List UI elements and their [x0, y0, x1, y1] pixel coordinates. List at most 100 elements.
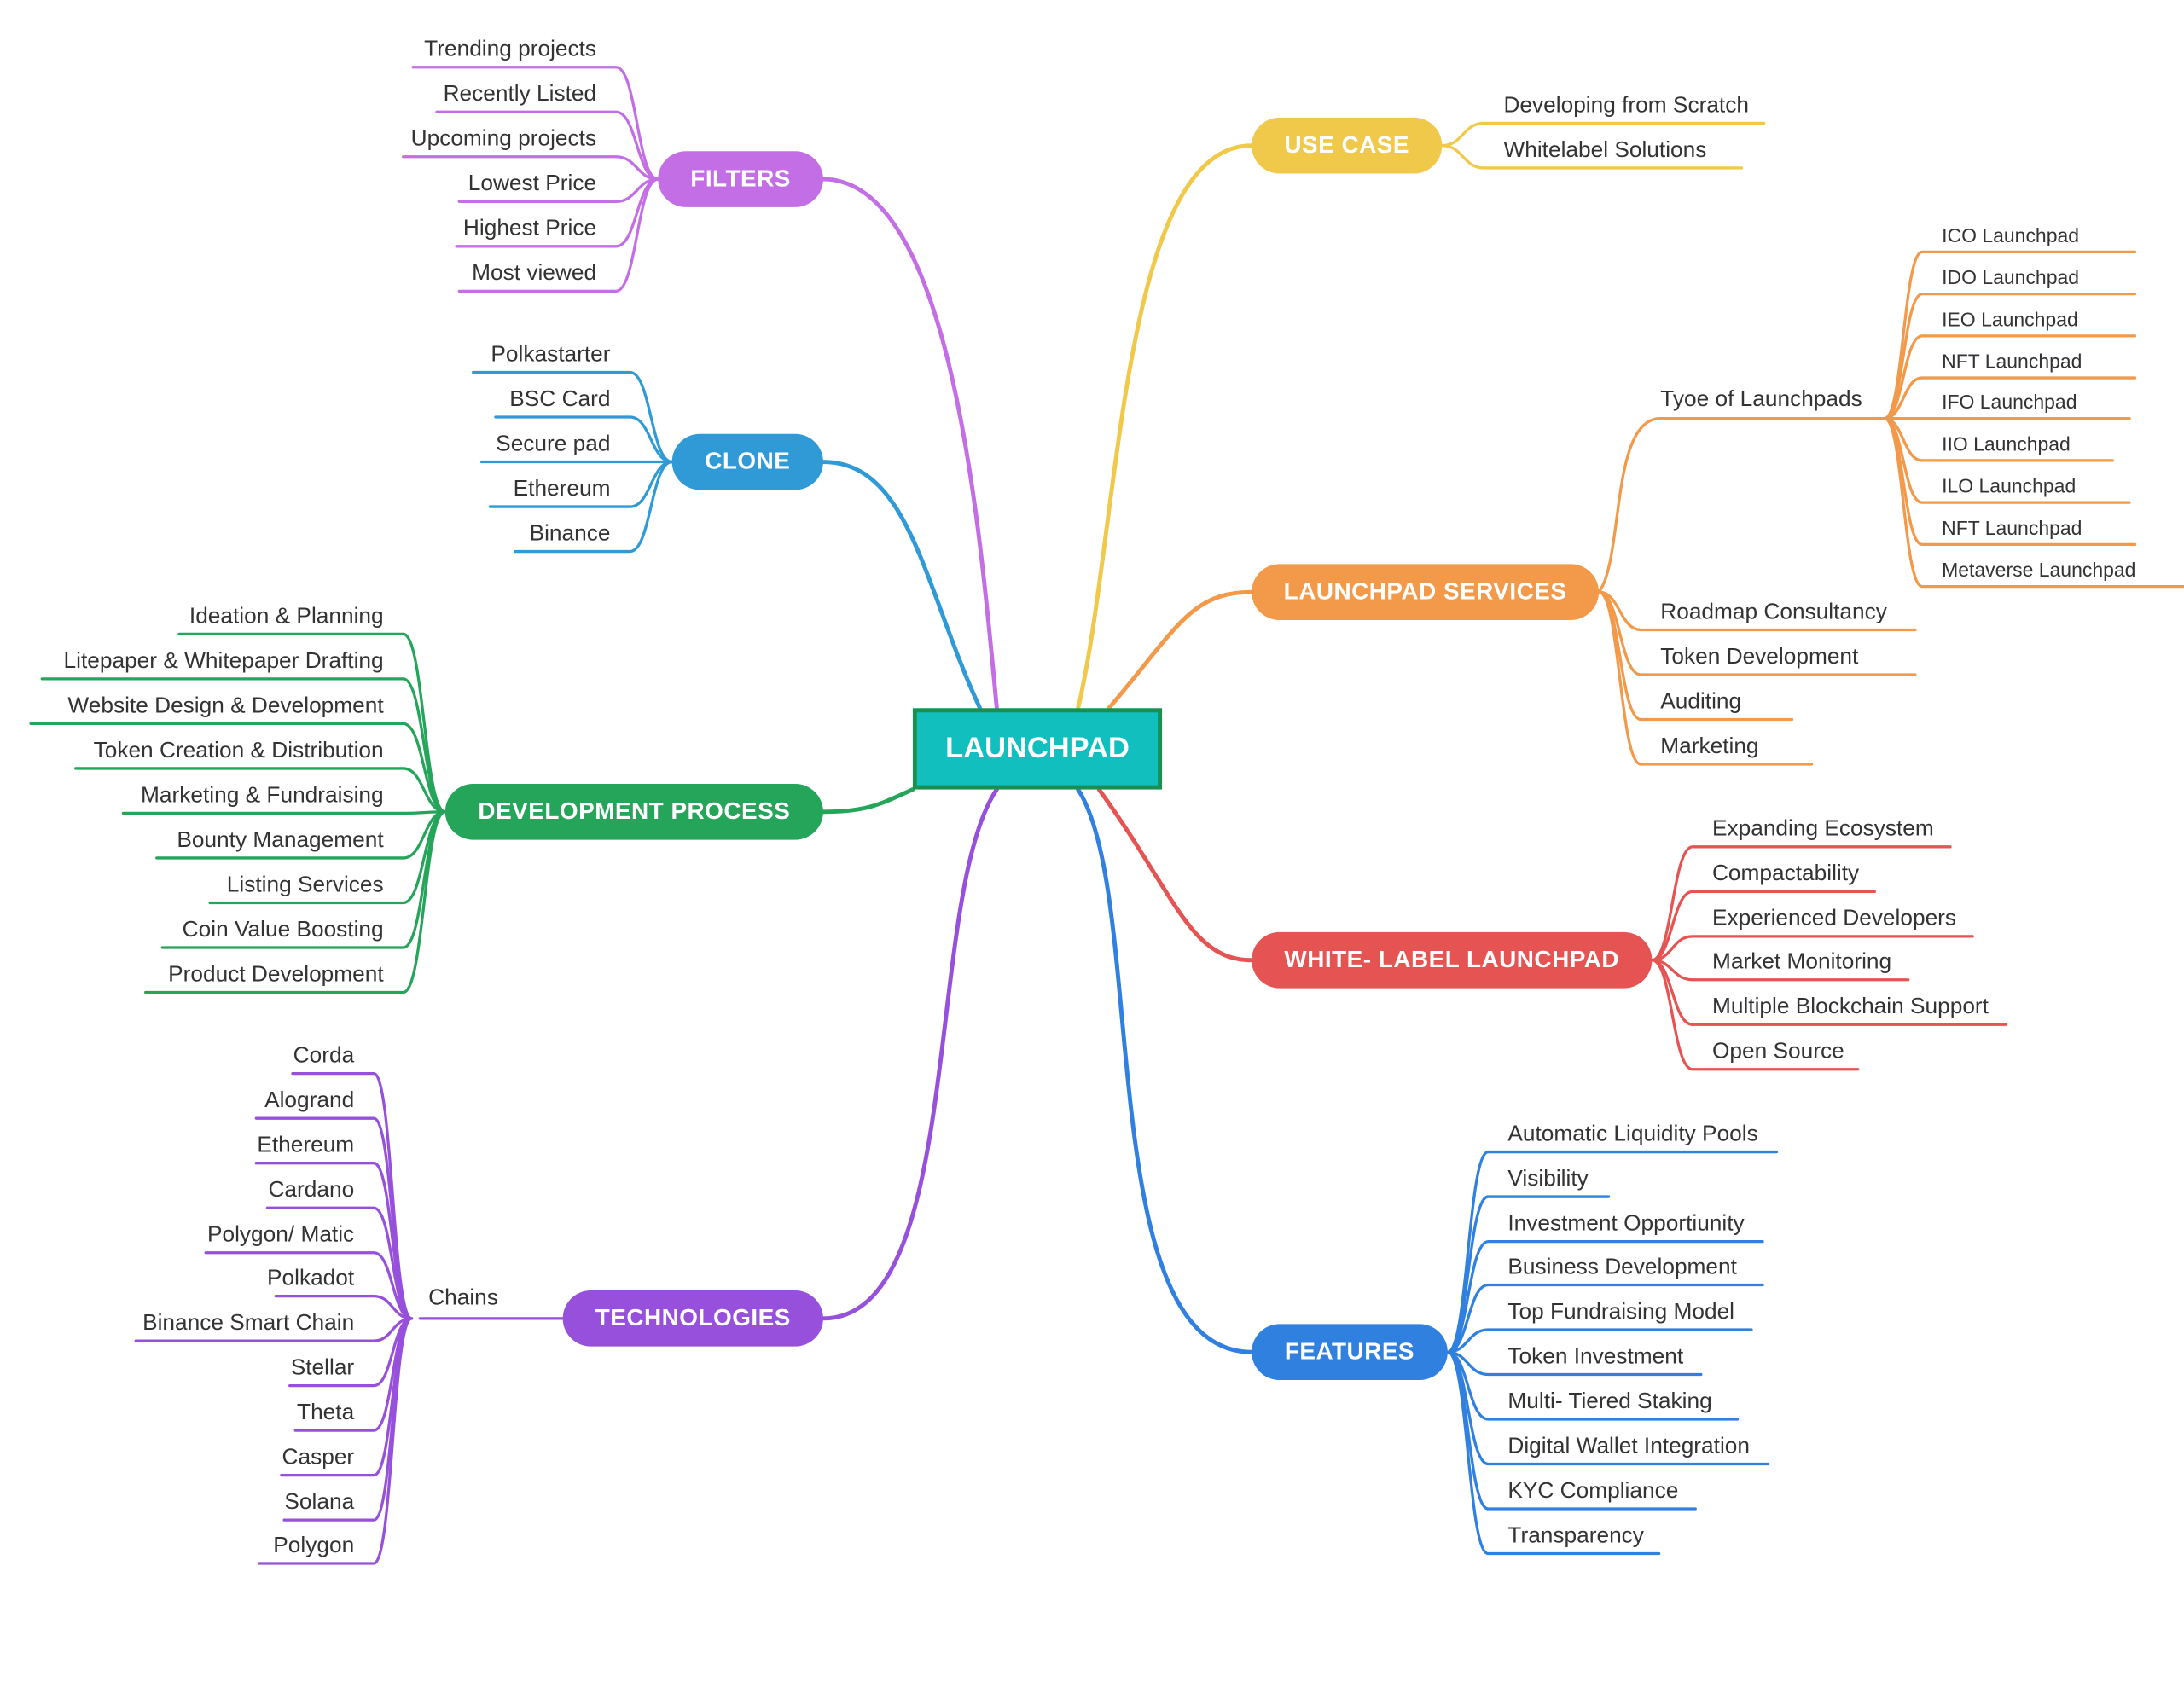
technologies-leaf-line	[265, 1206, 414, 1320]
technologies-leaf[interactable]: Casper	[282, 1446, 355, 1470]
technologies-leaf[interactable]: Alogrand	[264, 1088, 355, 1113]
development-leaf[interactable]: Listing Services	[226, 873, 384, 897]
features-leaf[interactable]: Visibility	[1507, 1167, 1589, 1192]
launchpad-type-label[interactable]: Tyoe of Launchpads	[1660, 387, 1862, 412]
features-leaf[interactable]: Token Investment	[1507, 1345, 1684, 1369]
clone-node[interactable]: CLONE	[671, 433, 823, 490]
filters-leaf-line	[411, 66, 659, 181]
filters-leaf[interactable]: Trending projects	[424, 38, 597, 62]
development-leaf[interactable]: Litepaper & Whitepaper Drafting	[63, 649, 384, 674]
clone-leaf[interactable]: BSC Card	[509, 387, 611, 412]
launchpad-type-leaf[interactable]: ICO Launchpad	[1942, 223, 2080, 246]
launchpad-services-leaf[interactable]: Roadmap Consultancy	[1660, 600, 1887, 624]
white-label-leaf[interactable]: Market Monitoring	[1711, 950, 1892, 975]
use-case-leaf[interactable]: Whitelabel Solutions	[1503, 138, 1707, 163]
root-node[interactable]: LAUNCHPAD	[912, 708, 1163, 790]
technologies-connector	[821, 787, 999, 1321]
technologies-node[interactable]: TECHNOLOGIES	[562, 1290, 823, 1347]
features-leaf-line	[1446, 1283, 1764, 1354]
technologies-leaf[interactable]: Ethereum	[257, 1134, 355, 1158]
clone-leaf[interactable]: Secure pad	[496, 432, 611, 456]
technologies-leaf-line	[257, 1317, 414, 1565]
features-leaf[interactable]: Digital Wallet Integration	[1507, 1435, 1751, 1458]
launchpad-services-leaf-line	[1597, 590, 1814, 766]
technologies-leaf[interactable]: Solana	[284, 1490, 355, 1515]
launchpad-services-leaf[interactable]: Marketing	[1660, 734, 1759, 759]
technologies-leaf[interactable]: Polygon	[273, 1534, 355, 1558]
launchpad-type-leaf[interactable]: IEO Launchpad	[1942, 308, 2078, 331]
use-case-leaf-line	[1440, 144, 1744, 170]
development-leaf-line	[73, 767, 447, 814]
development-leaf[interactable]: Bounty Management	[177, 828, 384, 853]
launchpad-type-leaf[interactable]: NFT Launchpad	[1942, 516, 2082, 539]
features-leaf[interactable]: Automatic Liquidity Pools	[1507, 1122, 1758, 1147]
launchpad-type-leaf[interactable]: IIO Launchpad	[1942, 432, 2071, 455]
launchpad-services-leaf[interactable]: Token Development	[1660, 645, 1859, 670]
development-leaf[interactable]: Website Design & Development	[67, 693, 384, 718]
launchpad-type-connector	[1597, 417, 1886, 594]
filters-node[interactable]: FILTERS	[658, 151, 823, 207]
technologies-leaf-line	[274, 1294, 414, 1320]
filters-leaf[interactable]: Recently Listed	[443, 82, 597, 107]
white-label-leaf[interactable]: Multiple Blockchain Support	[1711, 994, 1989, 1019]
features-leaf[interactable]: Investment Opportiunity	[1507, 1212, 1745, 1237]
development-leaf[interactable]: Token Creation & Distribution	[93, 739, 384, 763]
use-case-connector	[1076, 143, 1254, 710]
clone-leaf-line	[494, 415, 674, 464]
white-label-leaf-line	[1650, 959, 1860, 1071]
filters-leaf[interactable]: Lowest Price	[468, 171, 597, 196]
development-leaf[interactable]: Marketing & Fundraising	[141, 783, 384, 808]
clone-leaf[interactable]: Polkastarter	[491, 343, 611, 367]
use-case-node[interactable]: USE CASE	[1252, 117, 1443, 174]
features-leaf[interactable]: Top Fundraising Model	[1507, 1300, 1735, 1325]
technologies-chains-label[interactable]: Chains	[428, 1286, 498, 1311]
development-leaf[interactable]: Product Development	[168, 963, 384, 987]
technologies-leaf[interactable]: Polkadot	[267, 1267, 355, 1291]
filters-leaf[interactable]: Most viewed	[472, 261, 597, 286]
development-process-node[interactable]: DEVELOPMENT PROCESS	[444, 783, 823, 840]
development-leaf-line	[121, 810, 447, 815]
filters-leaf-line	[457, 177, 659, 293]
white-label-leaf[interactable]: Compactability	[1711, 861, 1860, 886]
features-leaf[interactable]: Transparency	[1507, 1524, 1644, 1548]
launchpad-type-leaf[interactable]: Metaverse Launchpad	[1942, 558, 2136, 582]
launchpad-type-leaf[interactable]: NFT Launchpad	[1942, 350, 2082, 373]
white-label-leaf[interactable]: Experienced Developers	[1711, 907, 1957, 931]
launchpad-type-leaf-line	[1883, 417, 2184, 589]
technologies-leaf[interactable]: Corda	[293, 1044, 355, 1069]
white-label-leaf[interactable]: Expanding Ecosystem	[1711, 817, 1934, 842]
development-leaf[interactable]: Ideation & Planning	[189, 604, 384, 629]
development-leaf-line	[144, 810, 447, 994]
filters-leaf[interactable]: Upcoming projects	[410, 127, 597, 152]
white-label-leaf-line	[1650, 845, 1952, 962]
launchpad-services-node[interactable]: LAUNCHPAD SERVICES	[1252, 564, 1600, 620]
launchpad-type-leaf-line	[1883, 334, 2137, 420]
features-leaf[interactable]: Business Development	[1507, 1255, 1737, 1279]
filters-leaf-line	[401, 155, 659, 181]
features-leaf[interactable]: Multi- Tiered Staking	[1507, 1389, 1712, 1414]
clone-leaf[interactable]: Ethereum	[513, 477, 611, 502]
launchpad-type-leaf[interactable]: IFO Launchpad	[1942, 390, 2077, 414]
technologies-leaf[interactable]: Polygon/ Matic	[206, 1223, 355, 1248]
development-leaf[interactable]: Coin Value Boosting	[182, 918, 384, 942]
launchpad-type-leaf[interactable]: IDO Launchpad	[1942, 265, 2080, 289]
technologies-leaf[interactable]: Theta	[297, 1400, 355, 1425]
technologies-leaf[interactable]: Binance Smart Chain	[142, 1311, 355, 1336]
use-case-leaf[interactable]: Developing from Scratch	[1503, 93, 1749, 118]
technologies-leaf-line	[204, 1251, 414, 1320]
filters-leaf[interactable]: Highest Price	[462, 217, 597, 241]
clone-leaf[interactable]: Binance	[529, 522, 611, 547]
features-leaf[interactable]: KYC Compliance	[1507, 1479, 1679, 1504]
white-label-leaf-line	[1650, 935, 1974, 962]
white-label-leaf[interactable]: Open Source	[1711, 1040, 1844, 1064]
white-label-launchpad-node[interactable]: WHITE- LABEL LAUNCHPAD	[1252, 931, 1653, 989]
features-node[interactable]: FEATURES	[1252, 1324, 1448, 1381]
filters-leaf-line	[435, 110, 659, 181]
technologies-leaf[interactable]: Cardano	[268, 1178, 355, 1203]
launchpad-type-leaf-line	[1883, 376, 2137, 420]
launchpad-services-leaf[interactable]: Auditing	[1660, 690, 1742, 714]
technologies-leaf[interactable]: Stellar	[290, 1356, 355, 1381]
launchpad-type-leaf[interactable]: ILO Launchpad	[1942, 474, 2077, 497]
